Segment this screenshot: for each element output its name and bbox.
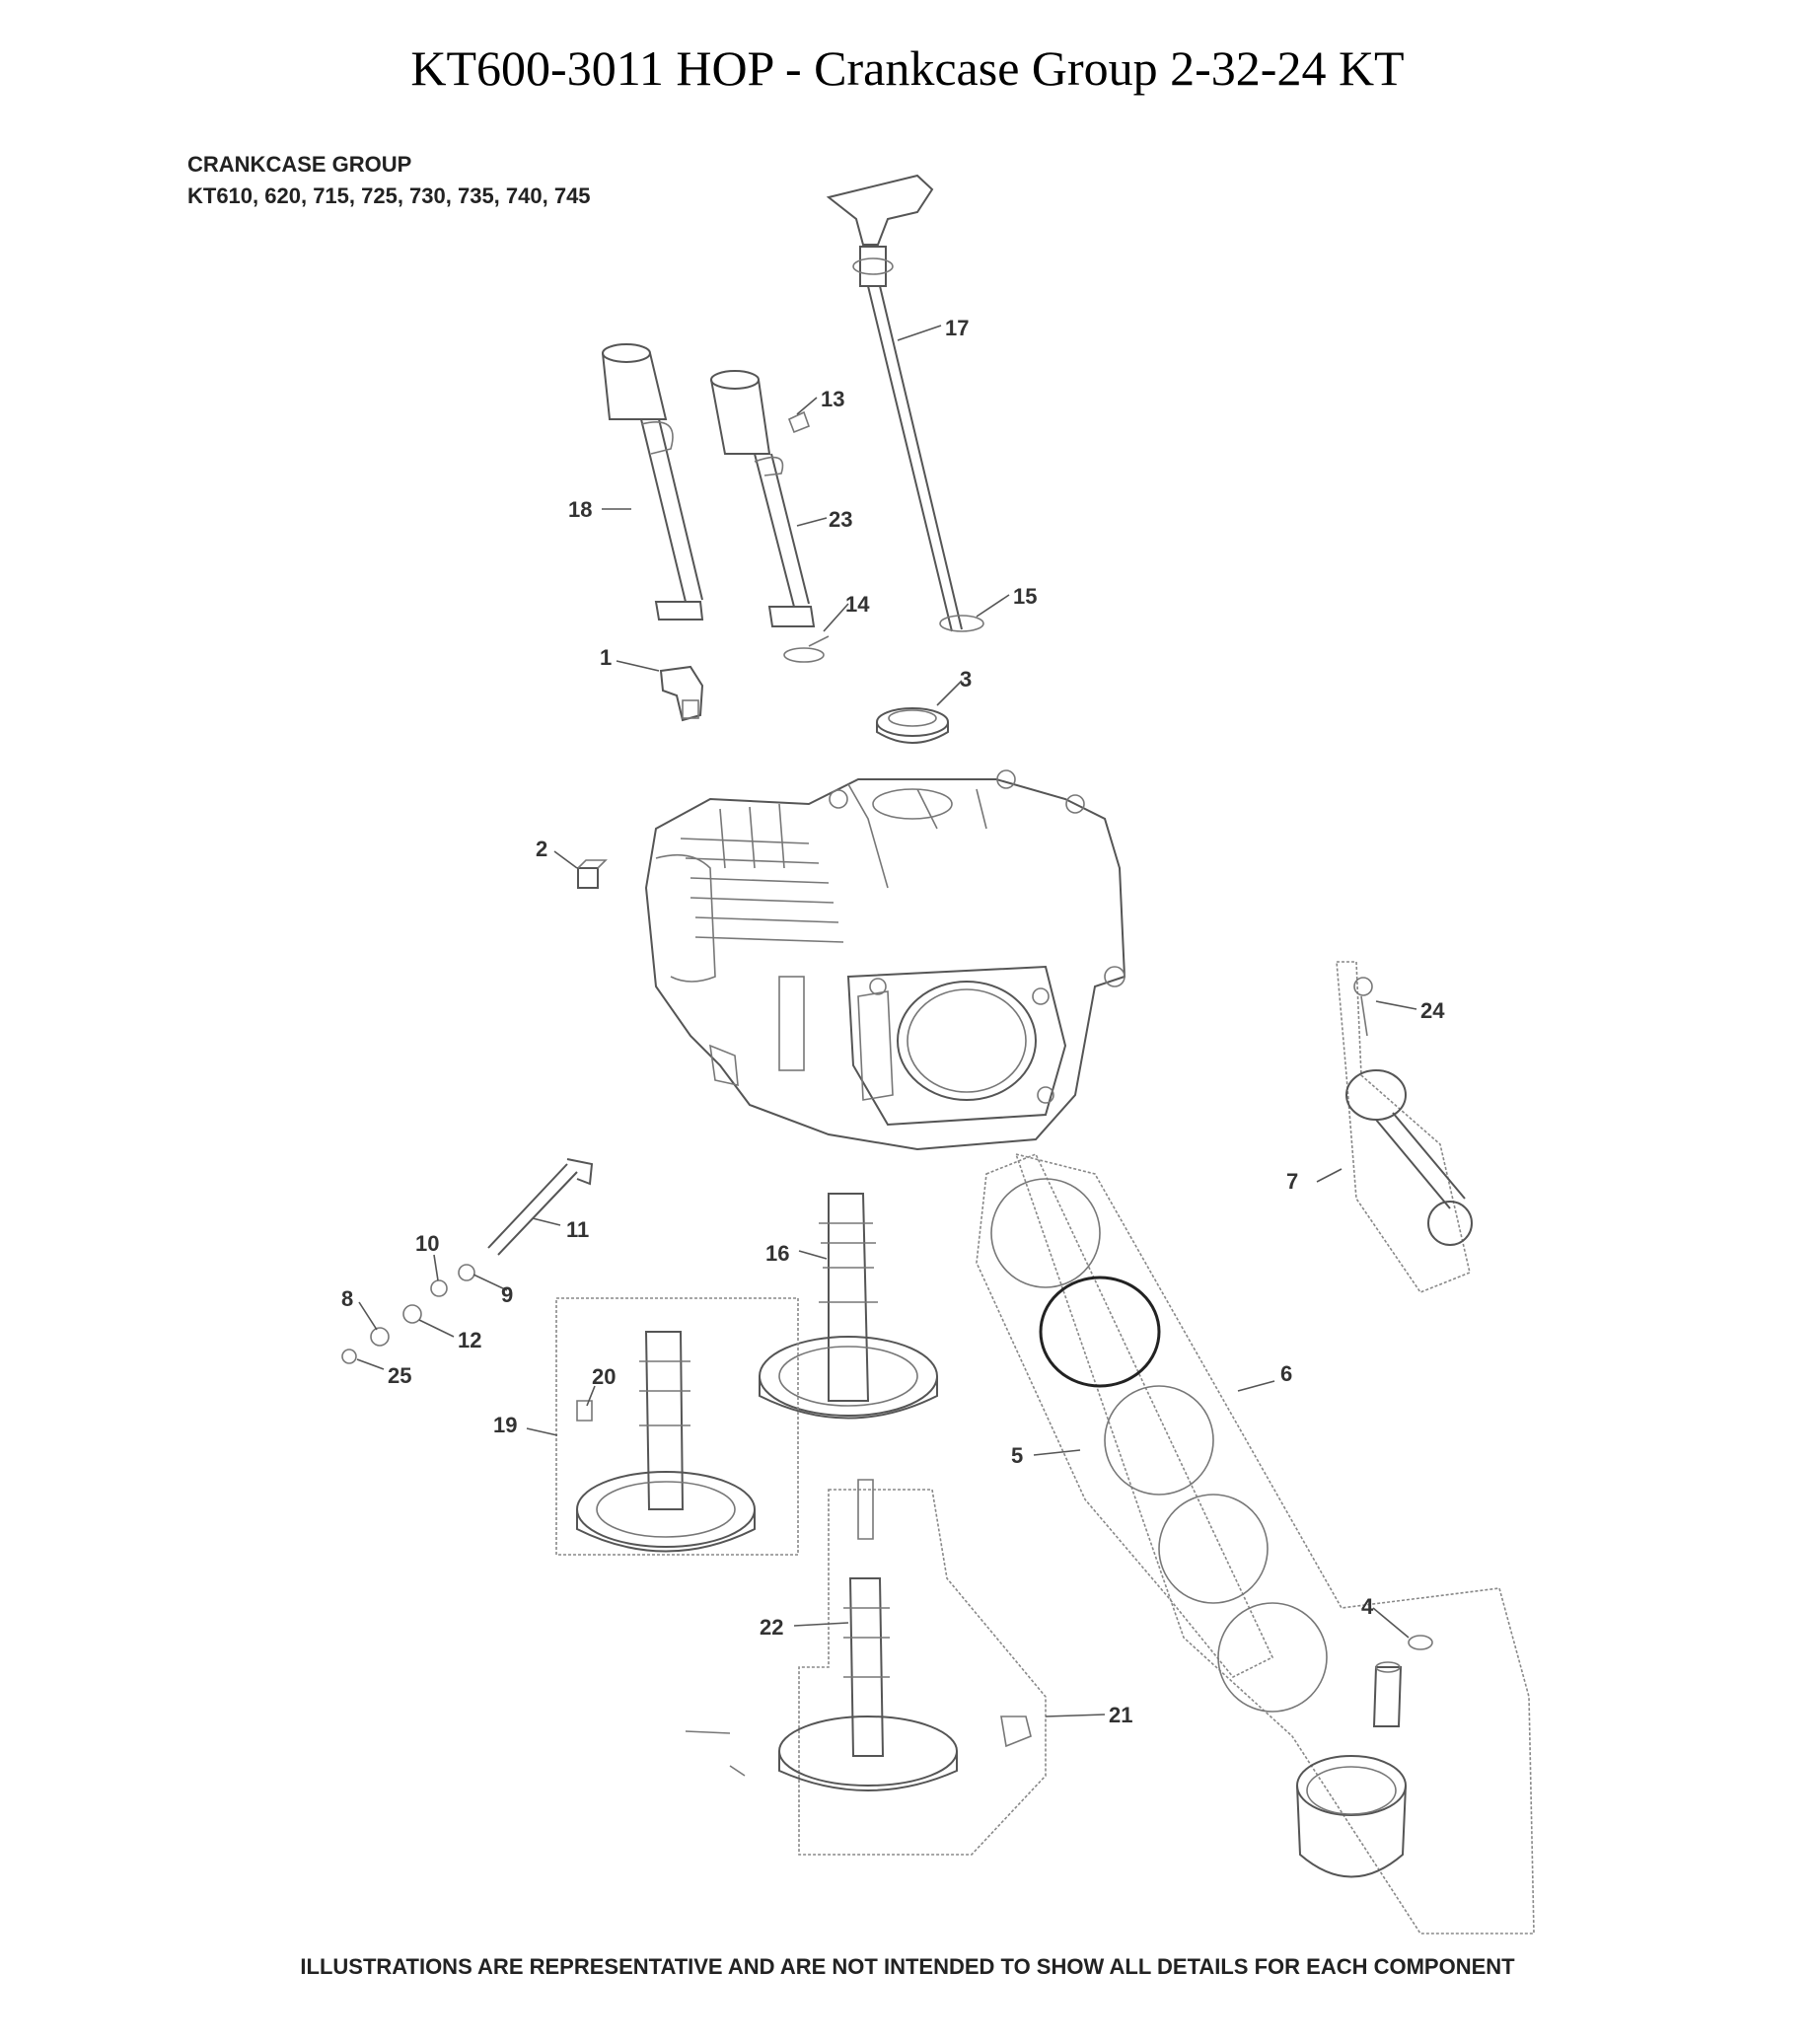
callout-18: 18: [568, 497, 592, 522]
camshaft-part-16[interactable]: [759, 1193, 938, 1420]
callout-23: 23: [829, 507, 852, 532]
tube-part-18[interactable]: [602, 343, 704, 620]
callout-24: 24: [1420, 998, 1445, 1023]
piston-pin[interactable]: [1372, 1661, 1403, 1727]
callout-25: 25: [388, 1363, 411, 1388]
part-21[interactable]: [685, 1716, 1032, 1777]
washer-part-9[interactable]: [458, 1264, 475, 1281]
oring-part-14[interactable]: [783, 635, 830, 663]
callout-6: 6: [1280, 1361, 1292, 1386]
group-models: KT610, 620, 715, 725, 730, 735, 740, 745: [187, 183, 591, 208]
callout-1: 1: [600, 645, 612, 670]
callouts: 1 2 3 4 5 6 7 8 9 10 11 12 13 14 15 16 1…: [341, 316, 1445, 1727]
callout-14: 14: [845, 592, 870, 617]
callout-4: 4: [1361, 1594, 1374, 1619]
oil-seal-part-3[interactable]: [876, 707, 949, 744]
callout-11: 11: [566, 1217, 589, 1242]
piston-ring-3[interactable]: [1104, 1385, 1214, 1496]
callout-22: 22: [760, 1615, 783, 1640]
leader-lines: [356, 325, 1417, 1717]
piston-ring-2[interactable]: [1039, 1276, 1161, 1388]
callout-21: 21: [1109, 1703, 1132, 1727]
callout-7: 7: [1286, 1169, 1298, 1194]
tube-part-23[interactable]: [710, 370, 816, 627]
piston[interactable]: [1296, 1755, 1407, 1878]
group-title: CRANKCASE GROUP: [187, 152, 412, 177]
clip-part-13[interactable]: [787, 410, 811, 434]
bracket-part-1[interactable]: [659, 665, 704, 722]
callout-9: 9: [501, 1282, 513, 1307]
group-box-5: [976, 1152, 1274, 1679]
group-box-21: [798, 1489, 1047, 1856]
callout-17: 17: [945, 316, 969, 340]
camshaft-part-22[interactable]: [778, 1479, 958, 1791]
plug-part-2[interactable]: [577, 859, 608, 889]
callout-5: 5: [1011, 1443, 1023, 1468]
dipstick-part[interactable]: [826, 174, 963, 632]
clip-part-4[interactable]: [1408, 1635, 1433, 1650]
page-title: KT600-3011 HOP - Crankcase Group 2-32-24…: [410, 40, 1405, 96]
callout-2: 2: [536, 837, 547, 861]
washer-part-8[interactable]: [370, 1327, 390, 1347]
connecting-rod-part-7[interactable]: [1345, 1069, 1473, 1246]
washer-part-12[interactable]: [402, 1304, 422, 1324]
callout-19: 19: [493, 1413, 517, 1437]
callout-10: 10: [415, 1231, 439, 1256]
callout-15: 15: [1013, 584, 1037, 609]
piston-ring-4[interactable]: [1158, 1494, 1269, 1604]
nut-part-10[interactable]: [430, 1279, 448, 1297]
pin-part-11[interactable]: [487, 1158, 594, 1256]
bolt-part-25[interactable]: [341, 1349, 357, 1364]
crankcase-body[interactable]: [644, 769, 1126, 1151]
callout-8: 8: [341, 1286, 353, 1311]
group-box-19: [555, 1297, 799, 1556]
ring-set-outline: [1014, 1152, 1535, 1934]
camshaft-part-19[interactable]: [576, 1331, 756, 1553]
callout-13: 13: [821, 387, 844, 411]
seal-part-15[interactable]: [939, 615, 984, 632]
callout-20: 20: [592, 1364, 616, 1389]
callout-12: 12: [458, 1328, 481, 1352]
callout-16: 16: [765, 1241, 789, 1266]
piston-ring-1[interactable]: [990, 1178, 1101, 1288]
footer-note: ILLUSTRATIONS ARE REPRESENTATIVE AND ARE…: [300, 1954, 1515, 1979]
part-20[interactable]: [576, 1400, 593, 1422]
group-box-7: [1336, 961, 1471, 1293]
bolt-part-24[interactable]: [1353, 977, 1373, 1037]
piston-ring-5[interactable]: [1217, 1602, 1328, 1713]
callout-3: 3: [960, 667, 972, 692]
